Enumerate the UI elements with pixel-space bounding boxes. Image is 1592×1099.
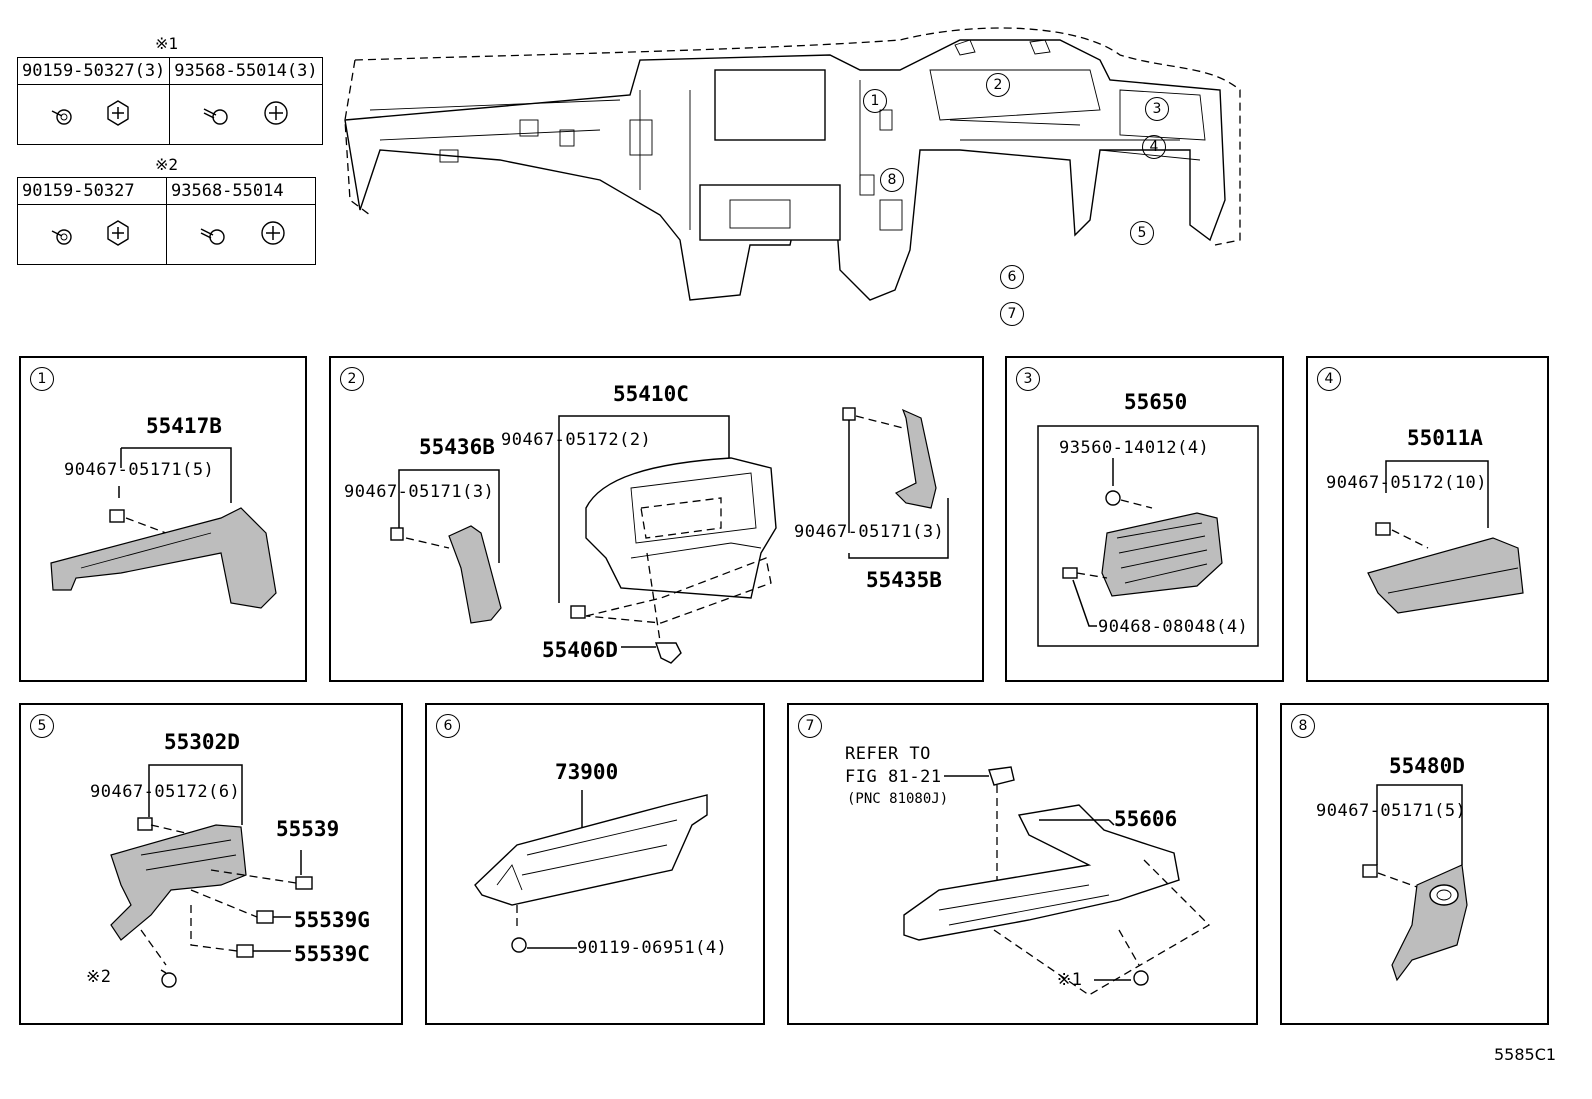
overview-callout-7[interactable]: 7: [1000, 302, 1024, 326]
note2-right-part[interactable]: 93568-55014: [166, 177, 316, 205]
part-55435B-label[interactable]: 55435B: [866, 568, 942, 592]
screw-nut-icon: [200, 221, 285, 245]
part-73900-label[interactable]: 73900: [555, 760, 619, 784]
overview-callout-8[interactable]: 8: [880, 168, 904, 192]
part-55302D-label[interactable]: 55302D: [164, 730, 240, 754]
screw-nut-icon: [203, 101, 288, 125]
clip-90467-05171-label[interactable]: 90467-05171(5): [64, 460, 215, 480]
part-55480D-label[interactable]: 55480D: [1389, 754, 1465, 778]
bolt-90119-06951-label[interactable]: 90119-06951(4): [577, 938, 728, 958]
refer-line-1: REFER TO: [845, 744, 931, 764]
part-55410C-label[interactable]: 55410C: [613, 382, 689, 406]
part-55436B-label[interactable]: 55436B: [419, 435, 495, 459]
overview-callout-6[interactable]: 6: [1000, 265, 1024, 289]
note1-right-icon-cell: [169, 84, 323, 145]
note2-left-icon-cell: [17, 204, 167, 265]
bolt-washer-icon: [51, 220, 129, 246]
clip-90467-05172-10-label[interactable]: 90467-05172(10): [1326, 473, 1488, 493]
overview-callout-1[interactable]: 1: [863, 89, 887, 113]
bolt-washer-icon: [51, 100, 129, 126]
detail-panel-7: 7 REFER TO FIG 81-21 (PNC 81080J) 55606 …: [787, 703, 1258, 1025]
clip-90467-05171-5-label[interactable]: 90467-05171(5): [1316, 801, 1467, 821]
panel-6-drawing: [474, 790, 708, 953]
clip-90467-05172-6-label[interactable]: 90467-05172(6): [90, 782, 241, 802]
note1-right-part[interactable]: 93568-55014(3): [169, 57, 323, 85]
panel-4-drawing: [1367, 460, 1524, 614]
part-55606-label[interactable]: 55606: [1114, 807, 1178, 831]
panel-6-number: 6: [436, 714, 460, 738]
note1-table: 90159-50327(3) 93568-55014(3): [16, 57, 323, 145]
note2-table: 90159-50327 93568-55014: [17, 177, 316, 265]
panel-8-drawing: [1362, 784, 1468, 982]
detail-panel-1: 1 55417B 90467-05171(5): [19, 356, 307, 682]
note1-mark: ※1: [155, 34, 179, 53]
clip-90468-08048-label[interactable]: 90468-08048(4): [1098, 617, 1249, 637]
note2-mark: ※2: [155, 155, 179, 174]
panel-7-number: 7: [798, 714, 822, 738]
part-55406D-label[interactable]: 55406D: [542, 638, 618, 662]
note1-left-part[interactable]: 90159-50327(3): [16, 57, 171, 85]
panel-2-number: 2: [340, 367, 364, 391]
clip-90467-05172-label[interactable]: 90467-05172(2): [501, 430, 652, 450]
screw-93560-14012-label[interactable]: 93560-14012(4): [1059, 438, 1210, 458]
part-55539-label[interactable]: 55539: [276, 817, 340, 841]
overview-callout-4[interactable]: 4: [1142, 135, 1166, 159]
note-ref-1-label: ※1: [1057, 970, 1083, 990]
part-55650-label[interactable]: 55650: [1124, 390, 1188, 414]
panel-3-number: 3: [1016, 367, 1040, 391]
panel-4-number: 4: [1317, 367, 1341, 391]
note1-left-icon-cell: [16, 84, 171, 145]
panel-8-number: 8: [1291, 714, 1315, 738]
part-55417B-label[interactable]: 55417B: [146, 414, 222, 438]
detail-panel-2: 2 55410C 90467-05172(2) 55436B 90467-051…: [329, 356, 984, 682]
refer-line-3: (PNC 81080J): [847, 791, 949, 807]
panel-2-drawing: [390, 407, 949, 664]
figure-code: 5585C1: [1494, 1045, 1557, 1064]
note-ref-2-label: ※2: [86, 967, 112, 987]
detail-panel-3: 3 55650 93560-14012(4) 90468-08048(4): [1005, 356, 1284, 682]
part-55539C-label[interactable]: 55539C: [294, 942, 370, 966]
panel-3-drawing: [1037, 425, 1259, 647]
detail-panel-8: 8 55480D 90467-05171(5): [1280, 703, 1549, 1025]
panel-7-drawing: [903, 766, 1211, 996]
part-55011A-label[interactable]: 55011A: [1407, 426, 1483, 450]
overview-callout-5[interactable]: 5: [1130, 221, 1154, 245]
panel-1-number: 1: [30, 367, 54, 391]
note2-right-icon-cell: [166, 204, 316, 265]
panel-5-drawing: [110, 764, 313, 988]
panel-5-number: 5: [30, 714, 54, 738]
clip-90467-05171-b-label[interactable]: 90467-05171(3): [794, 522, 945, 542]
part-55539G-label[interactable]: 55539G: [294, 908, 370, 932]
detail-panel-5: 5 55302D 90467-05172(6) 55539 55539G 555…: [19, 703, 403, 1025]
overview-callout-2[interactable]: 2: [986, 73, 1010, 97]
panel-1-drawing: [50, 447, 277, 609]
overview-callout-3[interactable]: 3: [1145, 97, 1169, 121]
detail-panel-6: 6 73900 90119-06951(4): [425, 703, 765, 1025]
clip-90467-05171-a-label[interactable]: 90467-05171(3): [344, 482, 495, 502]
refer-line-2[interactable]: FIG 81-21: [845, 767, 942, 787]
detail-panel-4: 4 55011A 90467-05172(10): [1306, 356, 1549, 682]
